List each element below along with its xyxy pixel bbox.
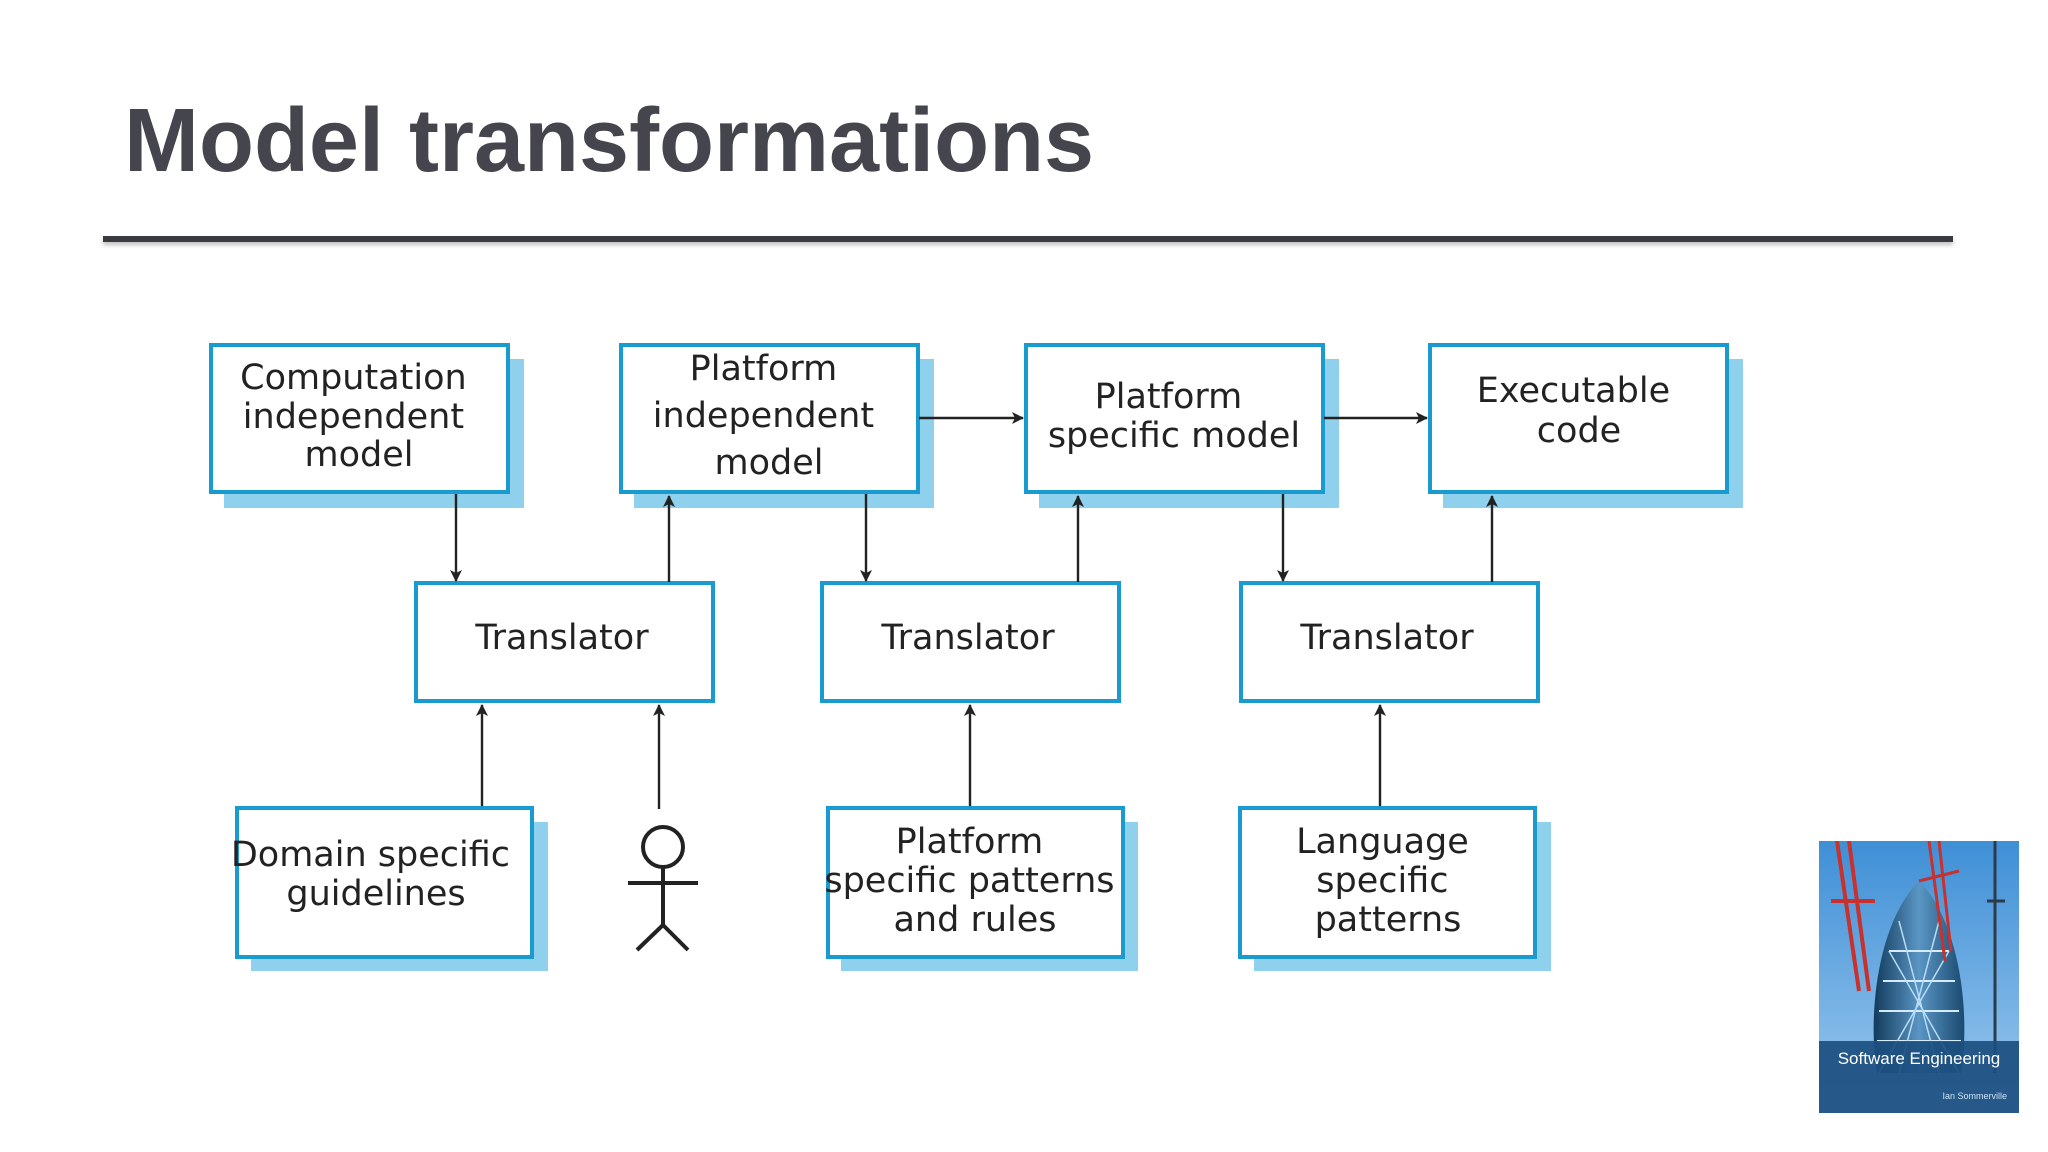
title-divider	[103, 236, 1953, 242]
translator-box-2: Translator	[820, 581, 1121, 703]
domain-guidelines-label: Domain specific guidelines	[231, 835, 521, 914]
translator-1-label: Translator	[474, 618, 649, 658]
domain-specific-guidelines-box: Domain specific guidelines	[231, 806, 548, 971]
book-cover-author: Ian Sommerville	[1942, 1091, 2007, 1101]
language-specific-patterns-box: Language specific patterns	[1238, 806, 1551, 971]
book-cover-illustration: Software Engineering Ian Sommerville	[1819, 841, 2019, 1113]
platform-specific-model-box: Platform specific model	[1024, 343, 1339, 508]
code-label: Executable code	[1477, 371, 1682, 451]
book-cover-image: Software Engineering Ian Sommerville	[1819, 841, 2019, 1113]
translator-box-1: Translator	[414, 581, 715, 703]
slide-title: Model transformations	[124, 91, 1095, 191]
psm-label: Platform specific model	[1048, 377, 1300, 456]
platform-patterns-label: Platform specific patterns and rules	[824, 822, 1125, 940]
computation-independent-model-box: Computation independent model	[209, 343, 524, 508]
cim-label: Computation independent model	[240, 358, 478, 475]
person-icon	[628, 825, 698, 952]
platform-independent-model-box: Platform independent model	[619, 343, 934, 508]
executable-code-box: Executable code	[1428, 343, 1743, 508]
translator-box-3: Translator	[1239, 581, 1540, 703]
language-patterns-label: Language specific patterns	[1296, 822, 1480, 940]
translator-3-label: Translator	[1299, 618, 1474, 658]
platform-specific-patterns-box: Platform specific patterns and rules	[824, 806, 1138, 971]
pim-label: Platform independent model	[653, 349, 885, 483]
translator-2-label: Translator	[880, 618, 1055, 658]
book-cover-title: Software Engineering	[1838, 1049, 2001, 1068]
